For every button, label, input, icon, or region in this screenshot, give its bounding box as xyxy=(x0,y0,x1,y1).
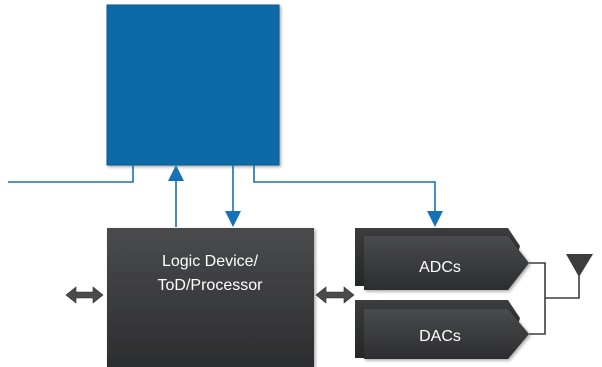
double-arrow-icon xyxy=(65,286,104,304)
antenna-icon xyxy=(566,254,593,277)
top-block xyxy=(106,4,280,166)
adcs-label: ADCs xyxy=(419,259,461,276)
logic-device-label-line1: Logic Device/ xyxy=(162,253,259,270)
adcs-block xyxy=(364,236,529,290)
adc-wire xyxy=(529,262,546,335)
antenna-wire xyxy=(545,268,580,299)
dacs-block xyxy=(364,309,529,359)
input-line xyxy=(8,165,134,183)
logic-device-label-line2: ToD/Processor xyxy=(158,277,264,294)
logic-device-block xyxy=(107,228,314,367)
dacs-label: DACs xyxy=(419,328,461,345)
top-to-adcs-arrow xyxy=(253,165,443,227)
double-arrow-icon xyxy=(315,286,355,304)
